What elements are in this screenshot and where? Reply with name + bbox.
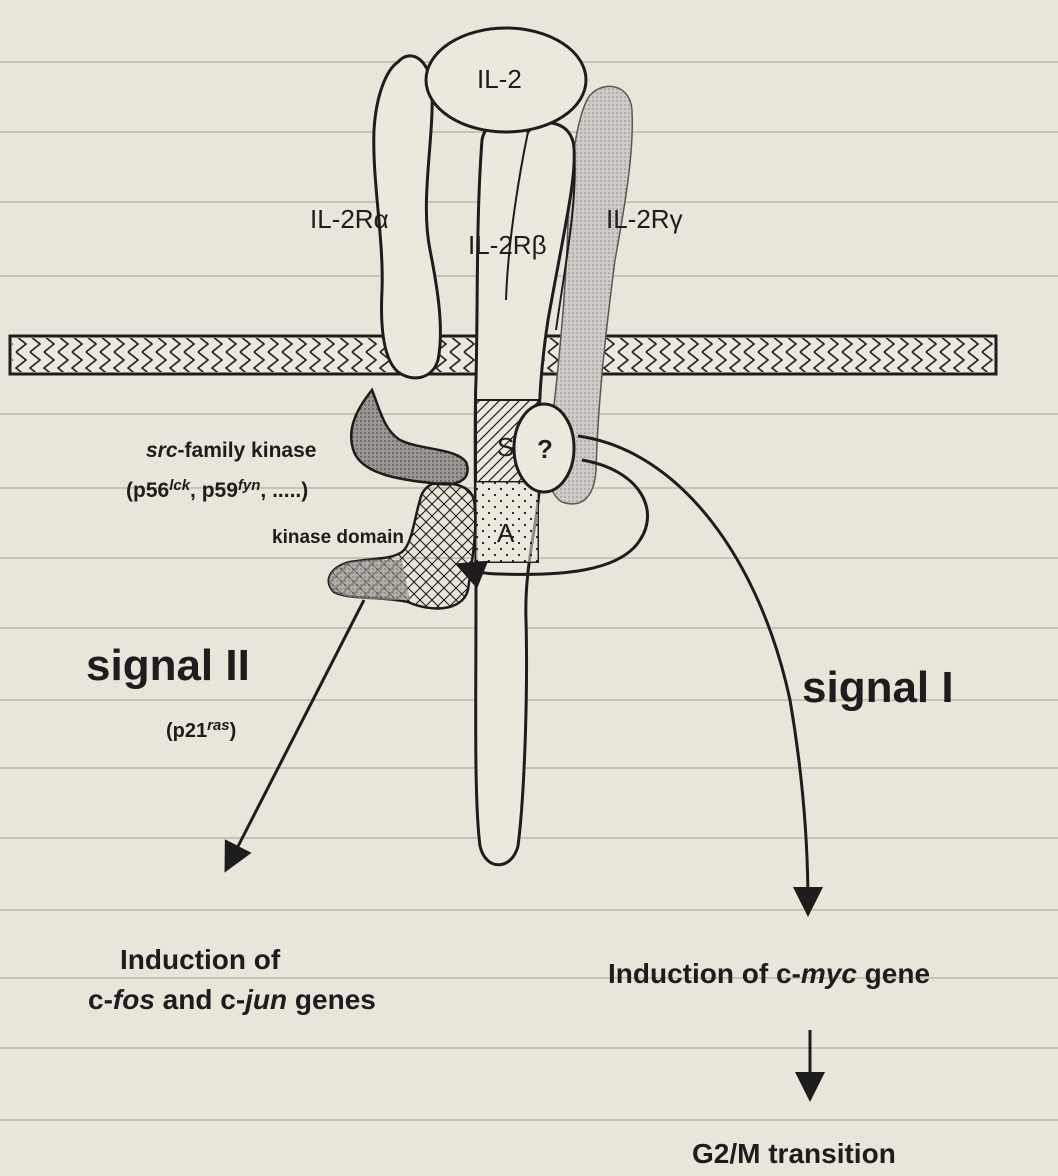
jun-italic: jun [245,984,287,1015]
myc-italic: myc [801,958,857,989]
src-italic: src [146,439,178,462]
lck-superscript: lck [169,477,190,494]
ras-prefix: (p21 [166,720,207,742]
fos-jun-line1: Induction of [120,946,280,974]
signal-one-arrow [578,436,808,905]
s-region-label: S [497,434,514,460]
src-kinase-title: src-family kinase [146,440,316,461]
fyn-superscript: fyn [238,477,261,494]
signal-two-arrow [230,600,364,862]
src-kinase-sh-domain [351,390,467,484]
signal-one-label: signal I [802,666,954,710]
il2-label: IL-2 [477,66,522,92]
fos-jun-c1: c- [88,984,113,1015]
il2r-gamma-label: IL-2Rγ [606,206,683,232]
members-open: (p56 [126,479,169,502]
myc-tail: gene [857,958,930,989]
fos-jun-and: and c- [155,984,245,1015]
fos-italic: fos [113,984,155,1015]
myc-label: Induction of c-myc gene [608,960,930,988]
unknown-region-label: ? [537,436,553,462]
g2m-label: G2/M transition [692,1140,896,1168]
kinase-domain-label: kinase domain [272,528,404,547]
ras-close: ) [230,720,237,742]
ras-label: (p21ras) [166,718,236,741]
signal-two-label: signal II [86,644,250,688]
fos-jun-line2: c-fos and c-jun genes [88,986,376,1014]
members-sep: , p59 [190,479,238,502]
a-region-label: A [497,520,514,546]
src-kinase-rest: -family kinase [178,439,317,462]
src-kinase-members: (p56lck, p59fyn, .....) [126,478,308,501]
members-close: , .....) [260,479,308,502]
ras-superscript: ras [207,717,230,734]
il2r-alpha-label: IL-2Rα [310,206,389,232]
fos-jun-tail: genes [287,984,376,1015]
myc-prefix: Induction of c- [608,958,801,989]
il2r-beta-label: IL-2Rβ [468,232,547,258]
